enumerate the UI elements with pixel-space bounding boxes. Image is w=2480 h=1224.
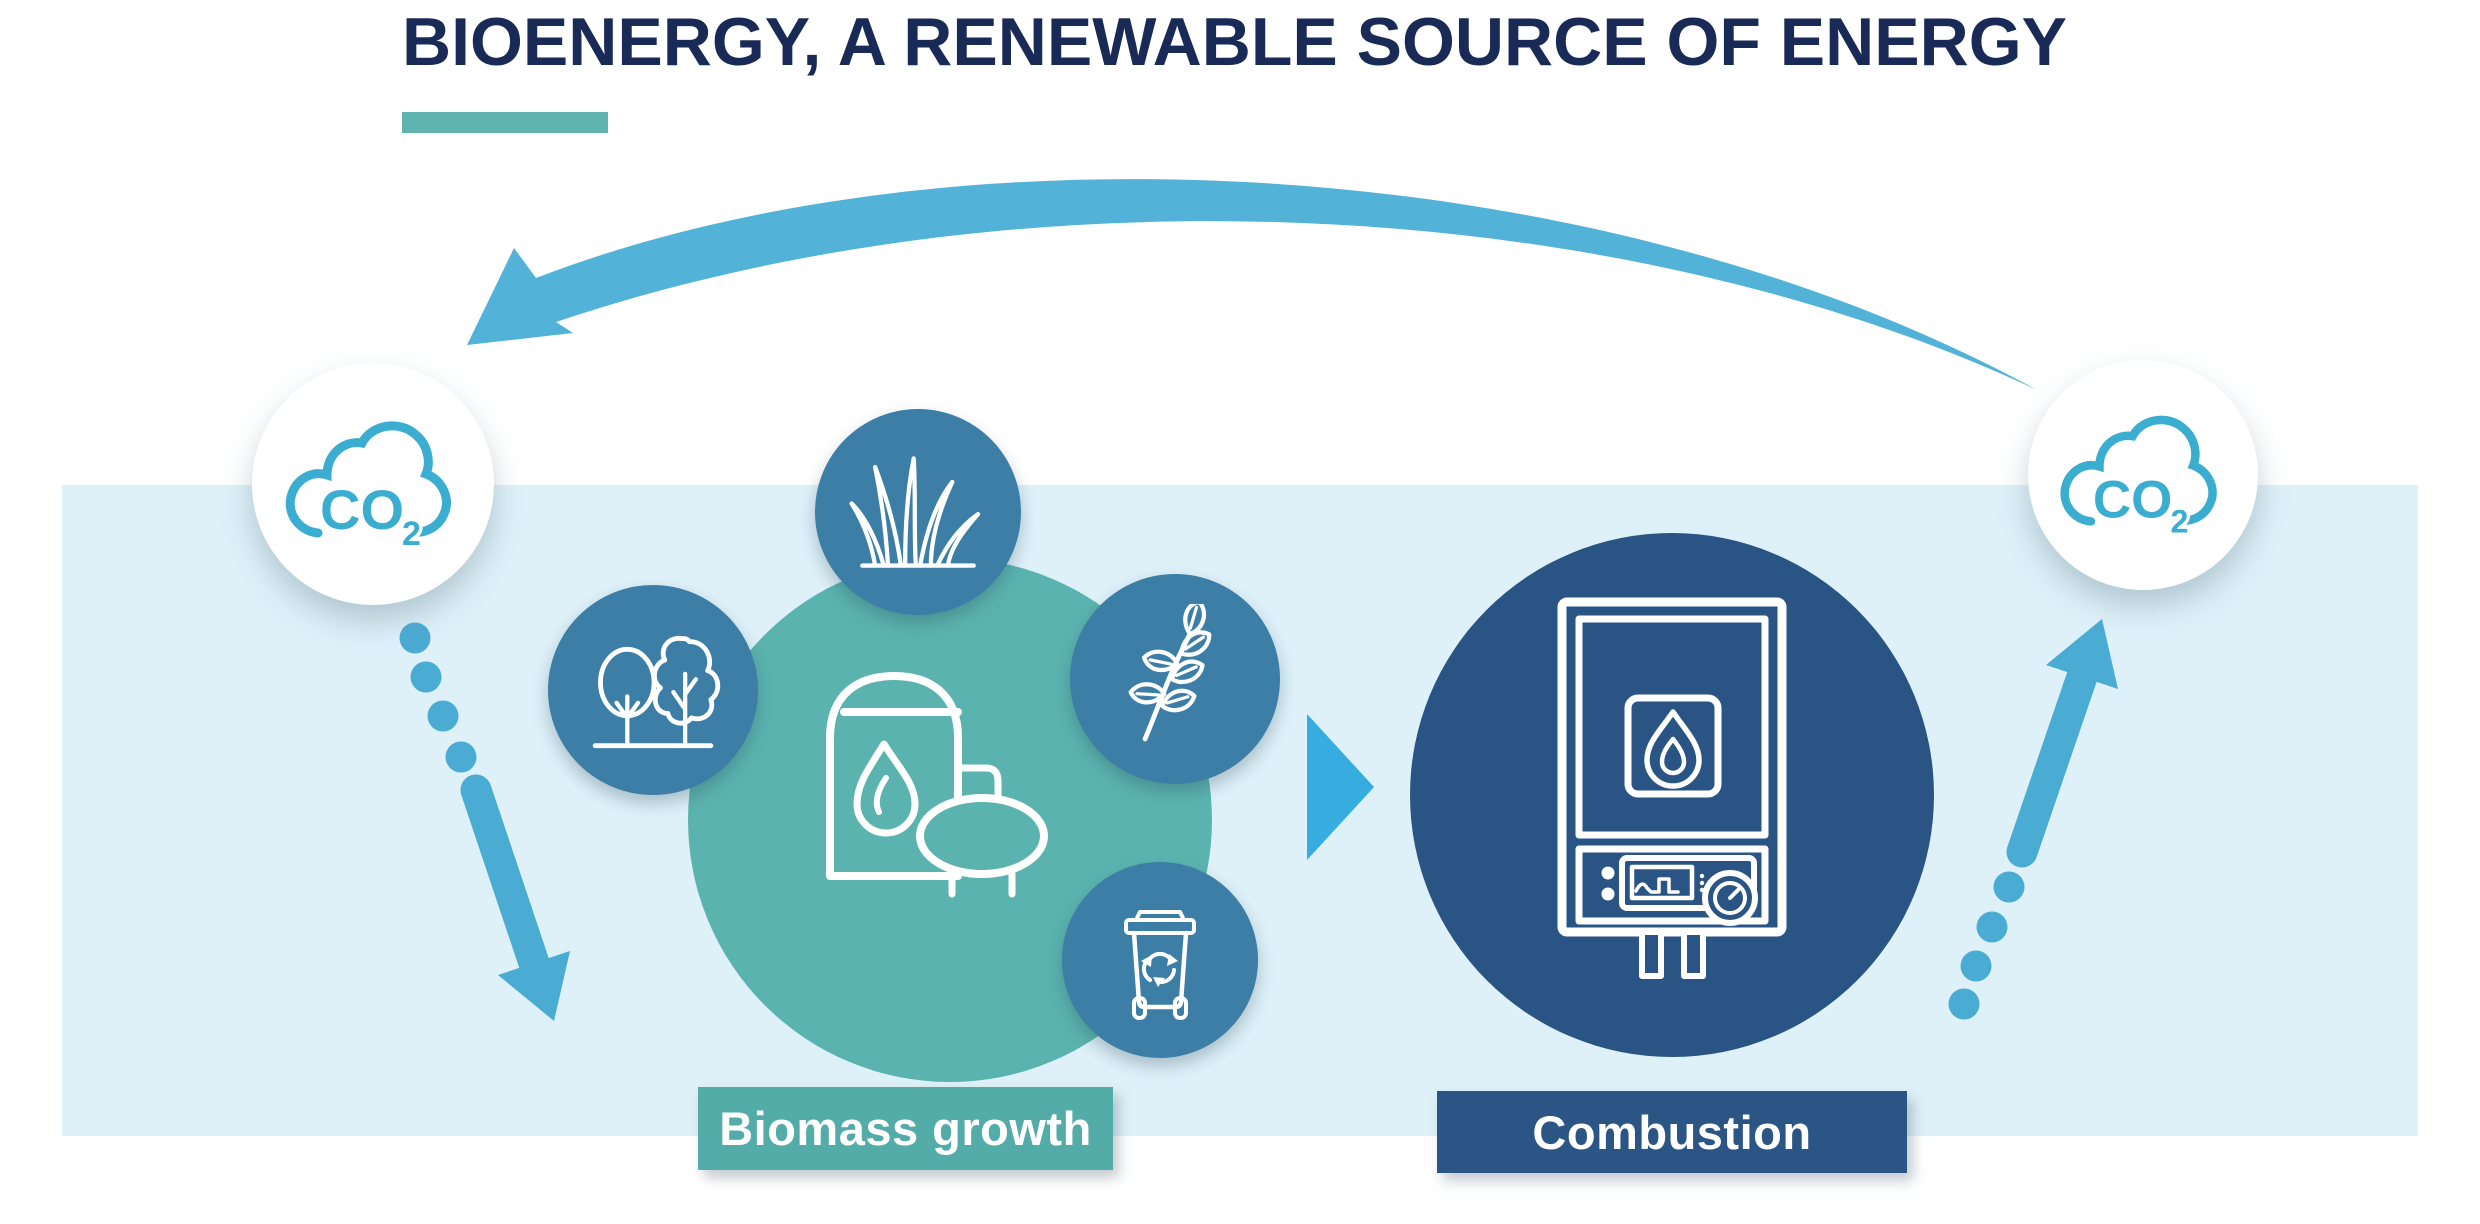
combustion-label: Combustion [1437, 1091, 1907, 1173]
grass-circle [815, 409, 1021, 615]
leaf-branch-circle [1070, 574, 1280, 784]
grass-icon [849, 456, 981, 568]
co2-subscript: 2 [2170, 504, 2188, 540]
combustion-circle [1410, 533, 1934, 1057]
title-underline [402, 112, 608, 133]
leaf-branch-icon [1128, 604, 1212, 742]
dotted-arrow-up-icon [1948, 619, 2118, 1020]
trees-circle [548, 585, 758, 795]
recycling-bin-circle [1062, 862, 1258, 1058]
curved-return-arrow-icon [467, 179, 2037, 390]
co2-cloud-right: CO 2 [2028, 360, 2258, 590]
co2-formula: CO [320, 478, 404, 541]
trees-icon [592, 636, 721, 749]
co2-cloud-icon: CO 2 [285, 421, 451, 557]
boiler-icon [1557, 597, 1787, 979]
recycling-bin-icon [1124, 910, 1196, 1020]
co2-subscript: 2 [402, 515, 421, 553]
co2-cloud-left: CO 2 [252, 363, 494, 605]
biomass-growth-label: Biomass growth [698, 1087, 1113, 1170]
co2-cloud-icon: CO 2 [2060, 415, 2217, 543]
biogas-plant-icon [826, 672, 1048, 898]
triangle-arrow-icon [1307, 714, 1374, 860]
dotted-arrow-down-icon [399, 622, 570, 1021]
co2-formula: CO [2093, 471, 2173, 530]
page-title: BIOENERGY, A RENEWABLE SOURCE OF ENERGY [402, 4, 2067, 80]
